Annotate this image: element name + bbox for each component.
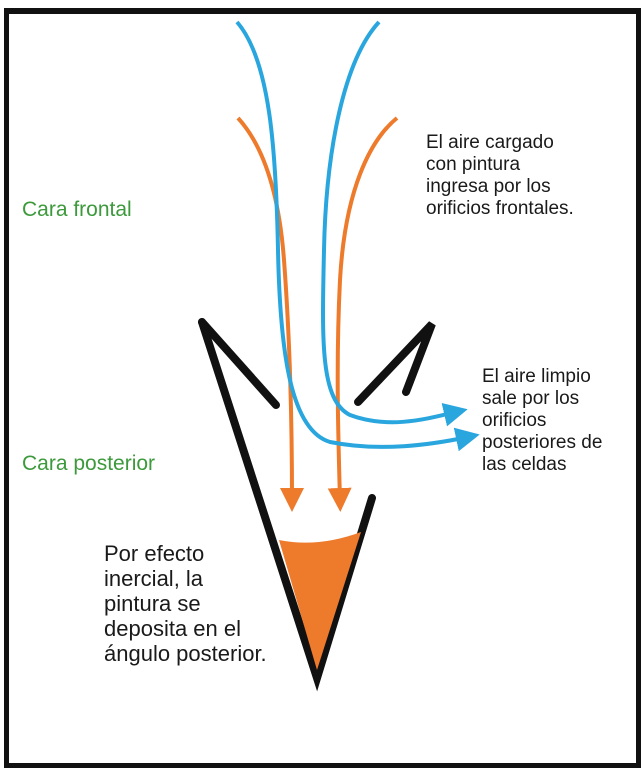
paint-flow-right — [327, 116, 399, 512]
paint-deposit — [279, 532, 361, 670]
outlet-note: El aire limpio sale por los orificios po… — [482, 366, 602, 476]
paint-flow-left — [236, 116, 304, 512]
outlet-note-line: orificios — [482, 410, 547, 431]
inlet-note-line: El aire cargado — [426, 132, 554, 153]
inlet-note-line: con pintura — [426, 154, 521, 175]
outlet-note-line: las celdas — [482, 454, 567, 475]
clean-air-flow-left — [235, 20, 480, 452]
deposit-note-line: Por efecto — [104, 541, 205, 566]
cell-v-wall — [198, 318, 376, 692]
deposit-note-line: pintura se — [104, 591, 201, 616]
inlet-note-line: ingresa por los — [426, 176, 551, 197]
cell-right-wall — [354, 321, 436, 406]
deposit-note-line: inercial, la — [104, 566, 204, 591]
outlet-note-line: posteriores de — [482, 432, 603, 453]
outlet-note-line: sale por los — [482, 388, 580, 409]
inlet-note-line: orificios frontales. — [426, 198, 574, 219]
deposit-note-line: deposita en el — [104, 616, 241, 641]
outlet-note-line: El aire limpio — [482, 366, 591, 387]
rear-face-label: Cara posterior — [22, 452, 156, 475]
deposit-note: Por efecto inercial, la pintura se depos… — [104, 541, 267, 666]
inlet-note: El aire cargado con pintura ingresa por … — [426, 132, 574, 220]
cell-left-wall — [198, 318, 280, 409]
clean-air-flow-right — [321, 20, 468, 427]
front-face-label: Cara frontal — [22, 198, 132, 221]
deposit-note-line: ángulo posterior. — [104, 641, 267, 666]
